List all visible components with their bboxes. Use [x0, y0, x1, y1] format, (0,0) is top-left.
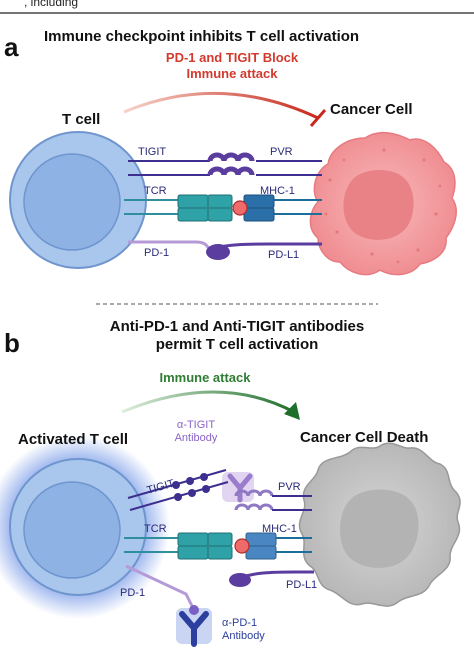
- pdl1-head-b: [229, 573, 251, 587]
- mhc-label-a: MHC-1: [260, 185, 295, 197]
- panel-a: a Immune checkpoint inhibits T cell acti…: [4, 28, 457, 276]
- antigen-b: [234, 538, 250, 554]
- cancer-cell-label: Cancer Cell: [330, 101, 413, 118]
- pvr-label-a: PVR: [270, 146, 293, 158]
- block-label-1: PD-1 and TIGIT Block: [166, 50, 299, 65]
- inhibition-bar: [309, 109, 327, 127]
- tcr-label-b: TCR: [144, 523, 167, 535]
- activated-t-cell-nucleus: [23, 481, 121, 579]
- tcr-complex: [177, 194, 233, 222]
- panel-b-letter: b: [4, 328, 20, 358]
- attack-arc: [121, 390, 295, 414]
- pvr-free: [234, 489, 274, 511]
- antigen-a: [232, 200, 248, 216]
- t-cell-label: T cell: [62, 111, 100, 128]
- mhc-complex-b: [245, 532, 277, 560]
- anti-pd1-antibody: [176, 605, 212, 647]
- tigit-label-a: TIGIT: [138, 146, 166, 158]
- pdl1-head-a: [206, 244, 230, 260]
- panel-b-title-1: Anti-PD-1 and Anti-TIGIT antibodies: [110, 318, 364, 335]
- block-label-2: Immune attack: [186, 66, 278, 81]
- activated-t-cell-label: Activated T cell: [18, 431, 128, 448]
- tcr-label-a: TCR: [144, 185, 167, 197]
- panel-a-letter: a: [4, 32, 19, 62]
- panel-b-title-2: permit T cell activation: [156, 336, 319, 353]
- cancer-dots: [324, 148, 442, 264]
- pdl1-label-b: PD-L1: [286, 579, 317, 591]
- pdl1-b: [241, 570, 314, 580]
- pd1-b: [125, 564, 194, 607]
- pvr-label-b: PVR: [278, 481, 301, 493]
- cancer-nucleus: [343, 169, 414, 240]
- pd1-label-b: PD-1: [120, 587, 145, 599]
- tcr-complex-b: [177, 532, 233, 560]
- panel-b: b Anti-PD-1 and Anti-TIGIT antibodies pe…: [0, 318, 461, 647]
- anti-tigit-label-2: Antibody: [175, 432, 218, 444]
- anti-pd1-label-2: Antibody: [222, 630, 265, 642]
- pdl1-label-a: PD-L1: [268, 249, 299, 261]
- pd1-label-a: PD-1: [144, 247, 169, 259]
- t-cell-nucleus: [23, 153, 121, 251]
- tigit-beads: [172, 473, 210, 501]
- dying-cancer-nucleus: [339, 489, 419, 568]
- anti-pd1-label-1: α-PD-1: [222, 617, 257, 629]
- anti-tigit-label-1: α-TIGIT: [177, 419, 215, 431]
- cancer-cell-death-label: Cancer Cell Death: [300, 429, 428, 446]
- attack-label: Immune attack: [159, 370, 251, 385]
- attack-arrowhead: [284, 402, 300, 420]
- top-caption: , including: [24, 0, 78, 9]
- mhc-label-b: MHC-1: [262, 523, 297, 535]
- pd1-hook-a: [195, 240, 210, 249]
- inhibition-arc: [123, 91, 319, 120]
- anti-tigit-antibody: [222, 472, 254, 503]
- mhc-complex: [243, 194, 275, 222]
- panel-a-title: Immune checkpoint inhibits T cell activa…: [44, 28, 359, 45]
- tigit-pvr-complex: [207, 152, 255, 176]
